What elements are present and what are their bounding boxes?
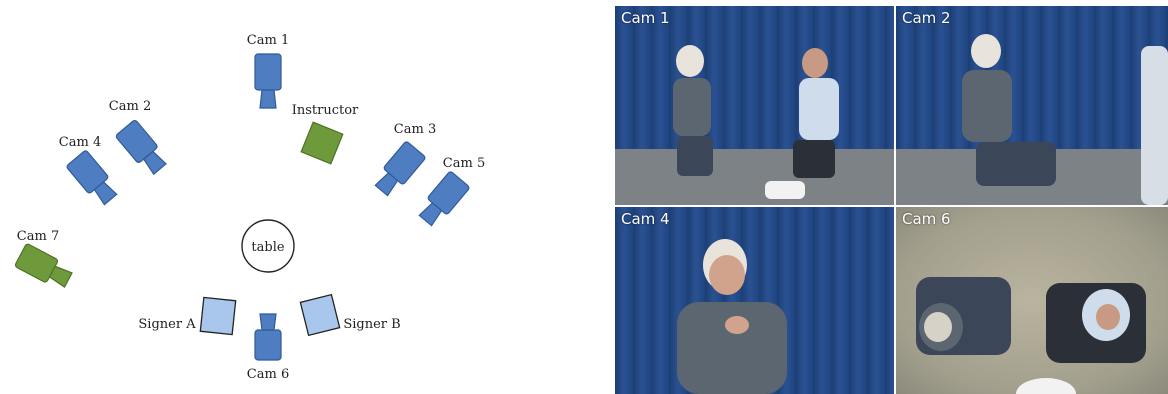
label-signer-b: Signer B bbox=[343, 317, 400, 332]
studio-layout-diagram: Cam 1 Cam 2 Cam 4 Instructor Cam 3 Cam 5… bbox=[14, 33, 485, 382]
camera-cam3 bbox=[374, 141, 426, 197]
instructor-marker bbox=[300, 121, 344, 165]
table-circle bbox=[241, 219, 295, 273]
view-label-cam2: Cam 2 bbox=[902, 9, 951, 27]
camera-cam5 bbox=[418, 171, 470, 227]
label-cam2: Cam 2 bbox=[109, 99, 151, 114]
view-label-cam1: Cam 1 bbox=[621, 9, 670, 27]
label-cam5: Cam 5 bbox=[443, 156, 485, 171]
label-cam4: Cam 4 bbox=[59, 135, 101, 150]
overhead-scene-illustration bbox=[916, 277, 1146, 394]
camera-view-cam2: Cam 2 bbox=[896, 6, 1168, 205]
camera-view-cam6: Cam 6 bbox=[896, 207, 1168, 394]
signer-scene-illustration bbox=[962, 34, 1168, 205]
label-cam6: Cam 6 bbox=[247, 367, 289, 382]
signer-b-marker bbox=[299, 293, 341, 337]
label-instructor: Instructor bbox=[292, 103, 359, 118]
signers-scene-illustration bbox=[673, 45, 839, 199]
camera-cam2 bbox=[115, 119, 167, 176]
camera-cam1 bbox=[254, 53, 282, 109]
view-label-cam6: Cam 6 bbox=[902, 210, 951, 228]
label-cam3: Cam 3 bbox=[394, 122, 436, 137]
label-table: table bbox=[251, 240, 284, 255]
camera-cam7 bbox=[14, 243, 73, 288]
label-signer-a: Signer A bbox=[138, 317, 196, 332]
camera-cam6 bbox=[254, 313, 282, 361]
studio-floor bbox=[615, 149, 894, 205]
label-cam7: Cam 7 bbox=[17, 229, 59, 244]
view-label-cam4: Cam 4 bbox=[621, 210, 670, 228]
signer-a-marker bbox=[199, 296, 237, 336]
camera-view-cam1: Cam 1 bbox=[615, 6, 894, 205]
camera-view-cam4: Cam 4 bbox=[615, 207, 894, 394]
signer-closeup-illustration bbox=[677, 239, 787, 394]
label-cam1: Cam 1 bbox=[247, 33, 289, 48]
camera-cam4 bbox=[66, 150, 118, 206]
